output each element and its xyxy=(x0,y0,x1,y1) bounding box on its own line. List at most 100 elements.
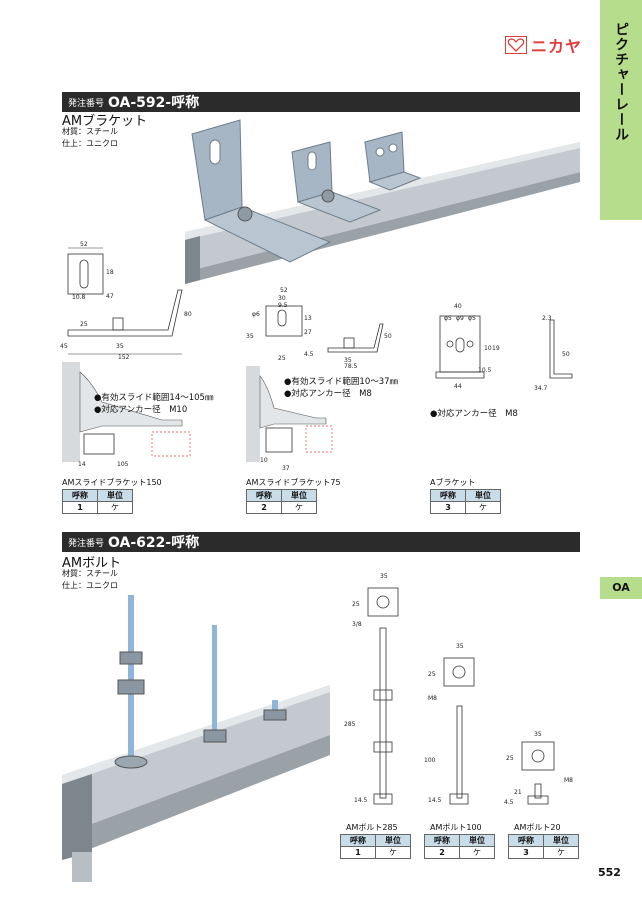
order-code: OA-622-呼称 xyxy=(108,535,200,551)
dim-slide-max: 37 xyxy=(282,465,290,472)
table-header-cell: 単位 xyxy=(281,489,317,502)
dim-side: 25 xyxy=(506,755,514,762)
dim-c: 10.8 xyxy=(72,294,86,301)
finish-text: 仕上：ユニクロ xyxy=(62,139,118,148)
brand-name: ニカヤ xyxy=(531,37,583,56)
dim-bottom: 14.5 xyxy=(428,797,442,804)
material-text: 材質：スチール xyxy=(62,127,118,136)
table-cell: ケ xyxy=(465,501,501,514)
dim-length: 100 xyxy=(424,757,436,764)
a-bracket-bullets: ●対応アンカー径 M8 xyxy=(430,409,518,419)
bracket75-bullets: ●有効スライド範囲10～37㎜ ●対応アンカー径 M8 xyxy=(284,377,399,399)
page-number: 552 xyxy=(598,866,621,879)
table-header-cell: 呼称 xyxy=(246,489,282,502)
dim-c: 13 xyxy=(304,315,312,322)
product-name: AMボルト xyxy=(62,556,122,571)
table-cell: ケ xyxy=(375,846,411,859)
dim-height: 50 xyxy=(562,351,570,358)
bracket-product-photo xyxy=(185,119,580,284)
dim-p1: φ5 xyxy=(444,315,452,322)
dim-f: 35 xyxy=(116,343,124,350)
dim-height: 50 xyxy=(384,333,392,340)
dim-thread: M8 xyxy=(564,777,573,784)
a-bracket-caption: Aブラケット xyxy=(430,478,476,487)
table-header-cell: 呼称 xyxy=(424,834,460,847)
dim-a: 21 xyxy=(514,789,522,796)
bracket75-caption: AMスライドブラケット75 xyxy=(246,478,341,487)
dim-e: 45 xyxy=(60,343,68,350)
bolt20-dimension-drawing: 35 25 M8 21 4.5 xyxy=(504,731,573,806)
dim-foot: 34.7 xyxy=(534,385,548,392)
dim-a: 10 xyxy=(484,345,492,352)
bolt-product-photo xyxy=(62,595,330,882)
table-header-cell: 単位 xyxy=(97,489,133,502)
dim-p3: φ5 xyxy=(468,315,476,322)
bracket150-install-diagram: 14 105 xyxy=(62,362,191,468)
dim-b: 19 xyxy=(492,345,500,352)
dim-thickness: 2.3 xyxy=(542,315,552,322)
table-cell: ケ xyxy=(281,501,317,514)
table-cell: 3 xyxy=(508,846,544,859)
table-header-cell: 呼称 xyxy=(430,489,466,502)
table-cell: ケ xyxy=(97,501,133,514)
dim-side: 25 xyxy=(352,601,360,608)
dim-width: 52 xyxy=(280,287,288,294)
order-prefix: 発注番号 xyxy=(68,98,105,109)
dim-a: 30 xyxy=(278,295,286,302)
heart-logo-icon xyxy=(505,36,527,54)
dim-g: 4.5 xyxy=(304,351,314,358)
order-code: OA-592-呼称 xyxy=(108,95,200,111)
dim-d: 27 xyxy=(304,329,312,336)
table-header-cell: 単位 xyxy=(465,489,501,502)
dim-b: 47 xyxy=(106,293,114,300)
table-cell: 1 xyxy=(62,501,98,514)
order-band-oa592: 発注番号 OA-592-呼称 xyxy=(62,92,580,112)
dim-top: 35 xyxy=(456,643,464,650)
table-header-cell: 単位 xyxy=(459,834,495,847)
category-label: ピクチャーレール xyxy=(613,22,629,142)
dim-bottom: 14.5 xyxy=(354,797,368,804)
bracket150-bullets: ●有効スライド範囲14～105㎜ ●対応アンカー径 M10 xyxy=(94,393,214,415)
table-cell: ケ xyxy=(543,846,579,859)
dim-b: 9.5 xyxy=(278,302,288,309)
bolt285-caption: AMボルト285 xyxy=(346,823,398,832)
bracket75-dimension-drawing: 52 30 9.5 φ6 13 27 35 25 4.5 50 35 78.5 xyxy=(246,287,392,370)
order-prefix: 発注番号 xyxy=(68,538,105,549)
dim-total: 78.5 xyxy=(344,363,358,370)
table-cell: 3 xyxy=(430,501,466,514)
dim-total: 152 xyxy=(118,354,130,361)
table-cell: ケ xyxy=(459,846,495,859)
table-header-cell: 単位 xyxy=(375,834,411,847)
dim-length: 285 xyxy=(344,721,356,728)
dim-bottom: 44 xyxy=(454,383,462,390)
dim-slide-min: 14 xyxy=(78,461,86,468)
section-tab-oa: OA xyxy=(600,577,642,599)
bolt100-dimension-drawing: 35 25 M8 100 14.5 xyxy=(424,643,475,805)
dim-thread: 3/8 xyxy=(352,621,362,628)
table-cell: 2 xyxy=(424,846,460,859)
dim-side: 25 xyxy=(428,671,436,678)
table-header-cell: 呼称 xyxy=(62,489,98,502)
dim-c: 10.5 xyxy=(478,367,492,374)
material-text: 材質：スチール xyxy=(62,569,118,578)
product-name: AMブラケット xyxy=(62,114,148,129)
bolt20-caption: AMボルト20 xyxy=(514,823,561,832)
category-sidebar: ピクチャーレール xyxy=(600,0,642,220)
dim-height: 80 xyxy=(184,311,192,318)
dim-a: 18 xyxy=(106,269,114,276)
dim-phi: φ6 xyxy=(252,311,260,318)
bracket150-caption: AMスライドブラケット150 xyxy=(62,478,162,487)
dim-p2: φ9 xyxy=(456,315,464,322)
dim-d: 25 xyxy=(80,321,88,328)
finish-text: 仕上：ユニクロ xyxy=(62,581,118,590)
bracket150-dimension-drawing: 52 18 47 10.8 80 25 45 35 152 xyxy=(60,241,192,361)
table-cell: 1 xyxy=(340,846,376,859)
brand-logo: ニカヤ xyxy=(505,33,582,57)
table-header-cell: 呼称 xyxy=(508,834,544,847)
bracket75-install-diagram: 10 37 xyxy=(246,366,333,472)
table-header-cell: 単位 xyxy=(543,834,579,847)
